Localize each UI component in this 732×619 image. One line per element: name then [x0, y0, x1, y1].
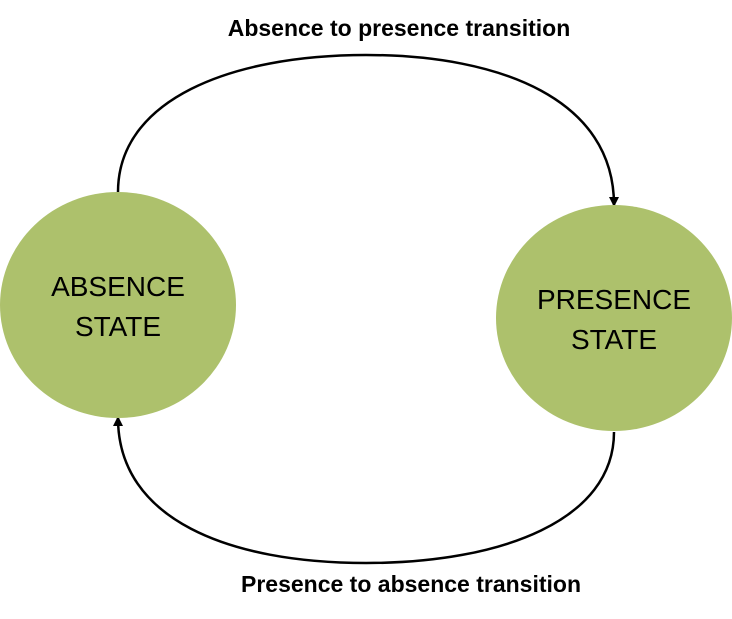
presence-state-label-line1: PRESENCE: [537, 284, 691, 315]
absence-state-label-line2: STATE: [75, 311, 161, 342]
absence-state-circle: [0, 192, 236, 418]
presence-state-node: PRESENCE STATE: [496, 205, 732, 431]
absence-state-label-line1: ABSENCE: [51, 271, 185, 302]
absence-state-node: ABSENCE STATE: [0, 192, 236, 418]
presence-state-circle: [496, 205, 732, 431]
presence-to-absence-arrow: [113, 416, 616, 565]
presence-state-label-line2: STATE: [571, 324, 657, 355]
absence-to-presence-label: Absence to presence transition: [228, 15, 571, 41]
absence-to-presence-arrow: [116, 53, 619, 207]
presence-to-absence-label: Presence to absence transition: [241, 571, 581, 597]
